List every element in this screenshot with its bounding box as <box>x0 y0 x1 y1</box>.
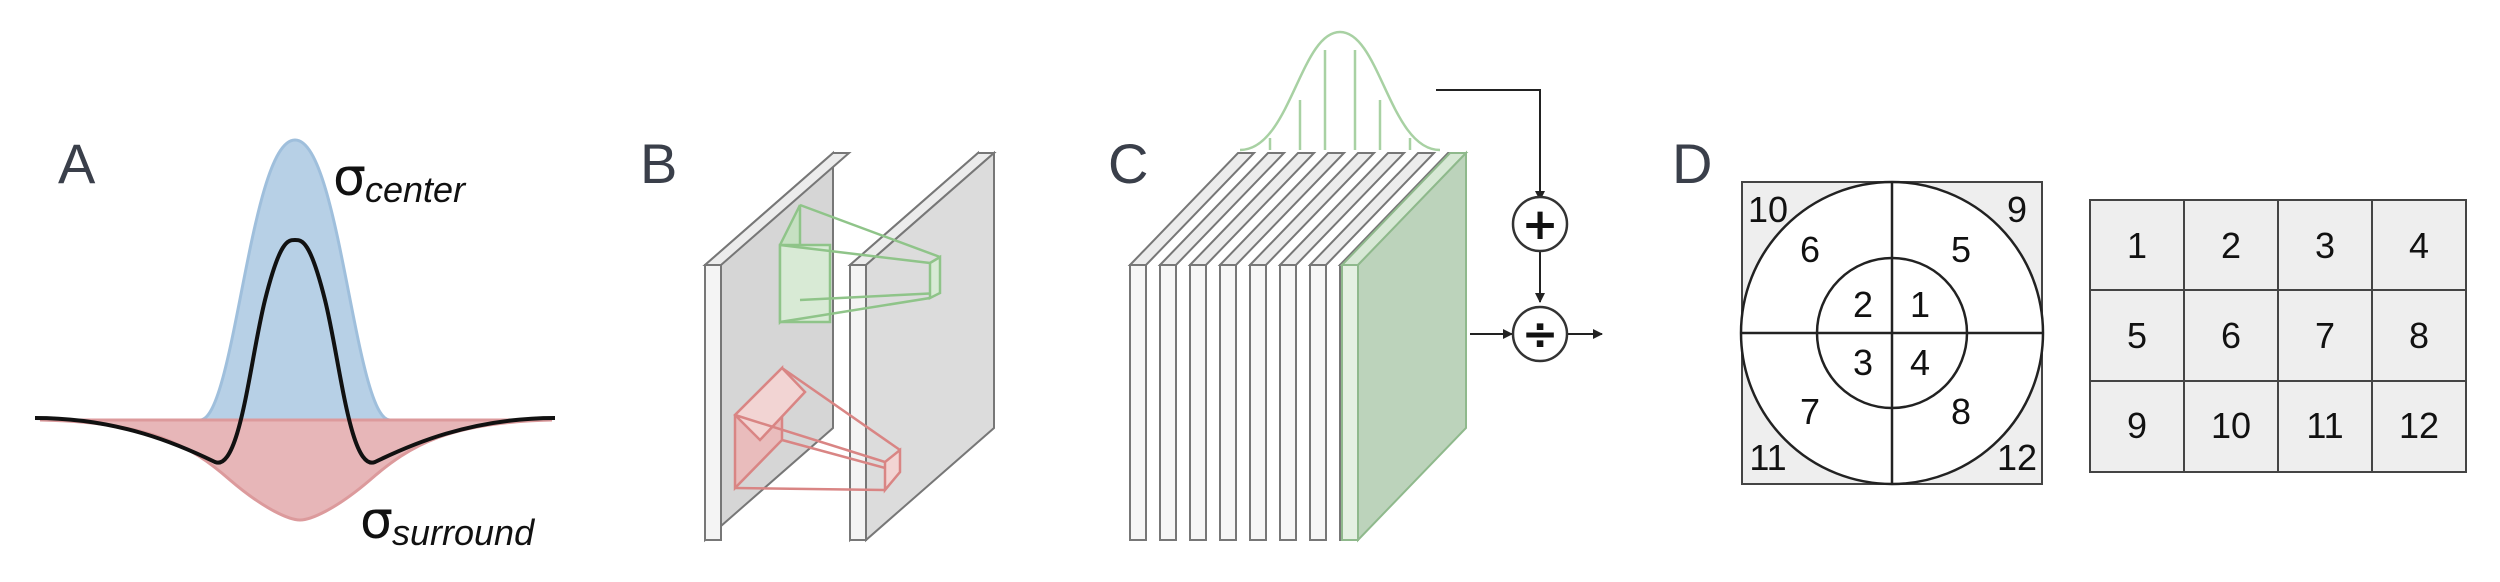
channel-slab <box>1187 152 1317 541</box>
panel-d-letter: D <box>1672 132 1712 195</box>
left-feature-map <box>702 150 852 543</box>
panel-c: C <box>1108 30 1603 543</box>
grid-cell-label: 11 <box>2306 405 2343 446</box>
red-receptive-field <box>733 364 902 494</box>
grid-cell-label: 2 <box>2221 225 2241 266</box>
right-feature-map <box>847 150 997 543</box>
sigma-surround-symbol: σ <box>360 491 393 551</box>
grid-cell-label: 10 <box>2211 405 2251 446</box>
grid-cell-label: 3 <box>2315 225 2335 266</box>
sigma-center-symbol: σ <box>333 148 366 208</box>
polar-cell-label: 9 <box>2007 189 2027 230</box>
center-gaussian-area <box>40 138 552 422</box>
channel-gaussian-weights <box>1239 30 1441 152</box>
panel-b-letter: B <box>640 132 677 195</box>
channel-slab <box>1277 152 1407 541</box>
polar-cell-label: 12 <box>1997 437 2037 478</box>
plus-symbol: + <box>1522 199 1559 250</box>
sigma-center-subscript: center <box>365 169 467 210</box>
grid-cell-label: 4 <box>2409 225 2429 266</box>
polar-cell-label: 6 <box>1800 229 1820 270</box>
grid-cell-label: 7 <box>2315 315 2335 356</box>
panel-d: D 1 2 3 4 5 6 7 8 9 10 11 12 <box>1672 132 2467 486</box>
polar-cell-label: 2 <box>1853 284 1873 325</box>
plus-operator: + <box>1511 195 1569 253</box>
highlighted-channel <box>1339 150 1469 543</box>
polar-cell-label: 1 <box>1910 284 1930 325</box>
grid-cell-label: 6 <box>2221 315 2241 356</box>
panel-b: B <box>640 132 997 543</box>
channel-slab <box>1157 152 1287 541</box>
polar-pooling-grid: 1 2 3 4 5 6 7 8 9 10 11 12 <box>1739 180 2045 486</box>
grid-cell-label: 1 <box>2127 225 2147 266</box>
panel-a-letter: A <box>58 132 96 195</box>
panel-c-letter: C <box>1108 132 1148 195</box>
channel-slab <box>1247 152 1377 541</box>
grid-cell-label: 5 <box>2127 315 2147 356</box>
difference-of-gaussians-curve <box>34 237 556 465</box>
polar-cell-label: 7 <box>1800 391 1820 432</box>
polar-cell-label: 10 <box>1748 189 1788 230</box>
polar-cell-label: 8 <box>1951 391 1971 432</box>
polar-cell-label: 3 <box>1853 342 1873 383</box>
polar-cell-label: 5 <box>1951 229 1971 270</box>
square-pooling-grid: 1 2 3 4 5 6 7 8 9 10 11 12 <box>2089 199 2467 473</box>
gaussian-to-plus-arrow <box>1436 89 1545 201</box>
sigma-surround-subscript: surround <box>392 512 535 553</box>
grid-cell-label: 8 <box>2409 315 2429 356</box>
grid-cell-label: 12 <box>2399 405 2439 446</box>
polar-cell-label: 4 <box>1910 342 1930 383</box>
channel-slab <box>1307 152 1437 541</box>
panel-a: A σ center σ surround <box>34 132 556 553</box>
divide-operator: ÷ <box>1511 305 1569 363</box>
green-receptive-field <box>778 203 942 326</box>
channel-slab <box>1217 152 1347 541</box>
grid-cell-label: 9 <box>2127 405 2147 446</box>
surround-gaussian-area <box>39 418 553 522</box>
divide-symbol: ÷ <box>1522 309 1559 360</box>
channel-slab <box>1127 152 1257 541</box>
polar-cell-label: 11 <box>1749 437 1786 478</box>
